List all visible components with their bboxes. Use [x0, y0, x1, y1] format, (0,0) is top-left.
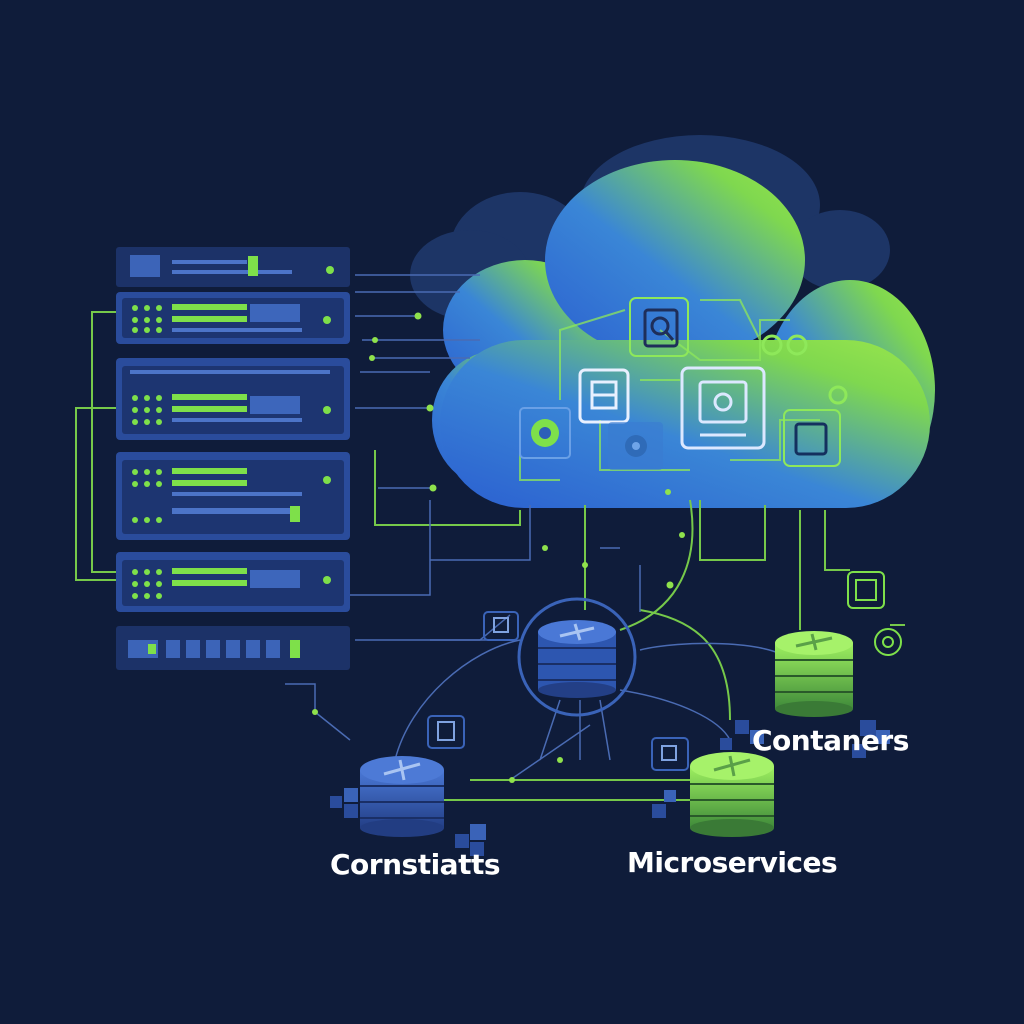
chip-icon — [680, 366, 766, 450]
server-unit — [116, 358, 350, 440]
connection-lines-secondary — [285, 274, 791, 781]
cube-cluster-icon — [330, 788, 486, 856]
search-chip-icon — [629, 297, 689, 357]
link-icon — [761, 334, 848, 405]
server-rack-icon — [116, 247, 350, 670]
square-chip-icon — [783, 409, 841, 467]
cube-cluster-icon — [652, 720, 890, 818]
server-unit — [116, 626, 350, 670]
document-chip-icon — [578, 368, 630, 424]
central-database-icon — [517, 597, 637, 717]
cloud-circuit — [519, 299, 820, 481]
microservices-label: Microservices — [627, 846, 838, 879]
server-unit — [116, 247, 350, 287]
containers-label: Contaners — [752, 724, 909, 757]
container-database-icon — [775, 631, 853, 717]
server-unit — [116, 292, 350, 344]
constraints-label: Cornstiatts — [330, 848, 501, 881]
database-stack-icon — [360, 756, 444, 837]
connection-lines — [75, 311, 905, 801]
microservices-database-icon — [690, 752, 774, 837]
small-node-icons — [427, 571, 902, 771]
server-unit — [116, 552, 350, 612]
gear-icon-small — [608, 422, 663, 470]
node-dots — [312, 312, 685, 783]
server-unit — [116, 452, 350, 540]
gear-icon — [519, 407, 571, 459]
